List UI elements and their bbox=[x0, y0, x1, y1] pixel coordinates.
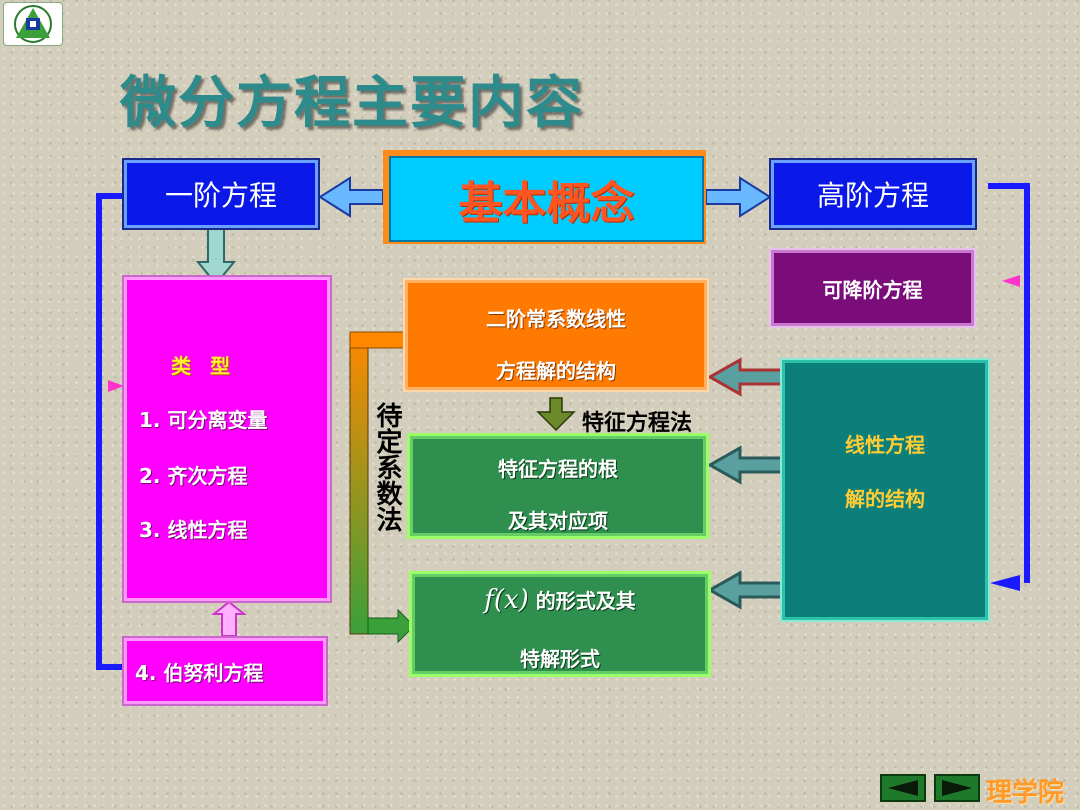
type-item-homogeneous: 2. 齐次方程 bbox=[139, 464, 248, 488]
linear-solution-structure-box[interactable]: 线性方程 解的结构 bbox=[780, 358, 990, 622]
arrow-down-first-types-icon bbox=[195, 225, 237, 286]
arrow-teal-second-order-icon bbox=[706, 357, 784, 397]
prev-button[interactable] bbox=[880, 774, 926, 802]
second-order-line2: 方程解的结构 bbox=[496, 359, 616, 383]
linear-structure-line1: 线性方程 bbox=[845, 433, 925, 457]
characteristic-method-label: 特征方程法 bbox=[582, 411, 693, 436]
page-title: 微分方程主要内容 bbox=[120, 71, 584, 136]
arrow-teal-char-roots-icon bbox=[706, 445, 784, 485]
fx-line1-wrap: f(x) 的形式及其 bbox=[415, 585, 705, 615]
higher-order-box[interactable]: 高阶方程 bbox=[769, 158, 977, 230]
linear-structure-line2: 解的结构 bbox=[845, 487, 925, 511]
tree-logo-icon bbox=[14, 5, 52, 43]
first-order-box[interactable]: 一阶方程 bbox=[122, 158, 320, 230]
undetermined-coefficients-text: 待定系数法 bbox=[372, 402, 402, 532]
arrow-up-bernoulli-icon bbox=[211, 600, 247, 637]
second-order-line1: 二阶常系数线性 bbox=[486, 307, 626, 331]
second-order-structure-box[interactable]: 二阶常系数线性 方程解的结构 bbox=[403, 278, 709, 392]
fx-line2: 特解形式 bbox=[520, 647, 600, 671]
triangle-right-icon bbox=[942, 780, 972, 796]
characteristic-roots-box[interactable]: 特征方程的根 及其对应项 bbox=[407, 433, 709, 539]
undetermined-coefficients-label: 待定系数法 bbox=[370, 402, 404, 538]
bernoulli-label: 4. 伯努利方程 bbox=[135, 660, 264, 685]
arrow-right-concept-higher-icon bbox=[705, 176, 772, 218]
fx-symbol: f(x) bbox=[484, 585, 529, 615]
char-roots-line2: 及其对应项 bbox=[508, 509, 608, 533]
right-blue-bracket bbox=[988, 183, 1030, 591]
fx-particular-form-box[interactable]: f(x) 的形式及其 特解形式 bbox=[409, 571, 711, 677]
left-blue-bracket bbox=[96, 193, 124, 670]
type-item-linear: 3. 线性方程 bbox=[139, 518, 248, 542]
types-heading: 类 型 bbox=[171, 354, 236, 378]
arrow-left-concept-first-icon bbox=[318, 176, 384, 218]
reducible-order-box[interactable]: 可降阶方程 bbox=[769, 248, 976, 328]
school-brand: 理学院 bbox=[986, 778, 1065, 808]
next-button[interactable] bbox=[934, 774, 980, 802]
arrow-teal-fx-icon bbox=[706, 570, 784, 610]
bernoulli-box[interactable]: 4. 伯努利方程 bbox=[122, 636, 328, 706]
char-roots-line1: 特征方程的根 bbox=[498, 457, 618, 481]
types-box[interactable]: 类 型 1. 可分离变量 2. 齐次方程 3. 线性方程 bbox=[122, 275, 332, 603]
basic-concept-label: 基本概念 bbox=[389, 156, 704, 242]
arrow-down-char-method-icon bbox=[536, 397, 576, 432]
triangle-left-icon bbox=[888, 780, 918, 796]
fx-line1: 的形式及其 bbox=[535, 589, 636, 613]
type-item-separable: 1. 可分离变量 bbox=[139, 408, 268, 432]
logo bbox=[3, 2, 63, 46]
basic-concept-box[interactable]: 基本概念 bbox=[383, 150, 706, 244]
